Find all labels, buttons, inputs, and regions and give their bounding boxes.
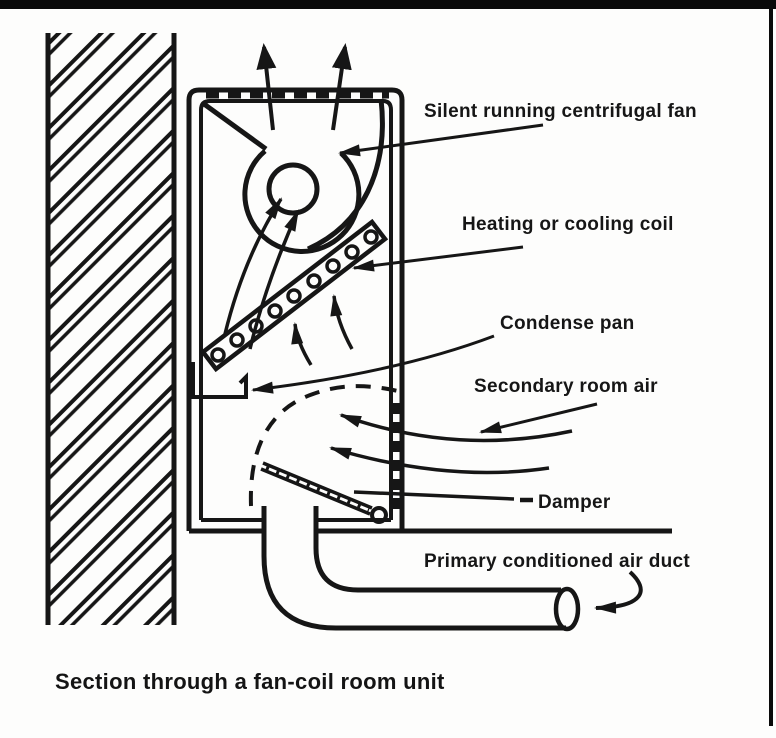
up-arrow-right: [331, 43, 352, 131]
labels: Silent running centrifugal fan Heating o…: [424, 101, 697, 572]
heating-cooling-coil: [199, 218, 389, 373]
label-coil: Heating or cooling coil: [462, 214, 674, 235]
coil-tube: [248, 318, 264, 334]
secondary-air-arrows: [329, 413, 573, 475]
wall-hatching: [47, 33, 175, 625]
duct-outer-wall: [261, 506, 566, 631]
primary-air-path-dashed: [248, 384, 399, 507]
leader-fan: [338, 123, 544, 157]
damper-blade-hatch: [265, 465, 370, 513]
coil-tube: [306, 273, 322, 289]
fan-cutoff-line: [202, 101, 268, 152]
damper: [260, 461, 388, 524]
airflow-through-coil-arrow-1: [291, 322, 313, 366]
coil-tube: [325, 258, 341, 274]
leader-damper: [353, 490, 515, 501]
top-border: [0, 0, 776, 9]
secondary-air-arrow-lower: [329, 446, 550, 475]
damper-blade-edge: [262, 461, 373, 510]
coil-casing: [199, 218, 389, 373]
coil-tube: [210, 347, 226, 363]
label-secondary-room-air: Secondary room air: [474, 376, 658, 397]
label-fan: Silent running centrifugal fan: [424, 101, 697, 122]
primary-air-duct: [261, 506, 581, 632]
label-primary-duct: Primary conditioned air duct: [424, 551, 690, 572]
leader-secondary-air: [479, 402, 598, 434]
damper-blade-edge: [260, 467, 371, 516]
centrifugal-fan: [202, 98, 385, 350]
airflow-through-coil-arrow-2: [330, 294, 354, 350]
coil-tube: [344, 244, 360, 260]
coil-tube: [363, 229, 379, 245]
leader-primary-duct: [594, 570, 643, 614]
label-condense-pan: Condense pan: [500, 313, 635, 334]
fan-inlet-stream-1: [223, 197, 283, 335]
fan-volute-outer-wall: [306, 98, 385, 252]
up-arrow-left: [256, 43, 277, 131]
cabinet-inner-casing: [199, 99, 393, 520]
leader-coil: [352, 245, 524, 272]
unit-cabinet: [186, 87, 672, 534]
damper-pivot: [370, 506, 388, 524]
leader-lines: [251, 123, 643, 614]
secondary-air-arrow-upper: [339, 413, 573, 443]
figure-caption: Section through a fan-coil room unit: [55, 669, 445, 694]
discharge-air-arrows: [256, 43, 352, 131]
coil-tube: [267, 303, 283, 319]
cabinet-outer-casing: [186, 87, 405, 531]
label-damper: Damper: [538, 492, 611, 513]
building-wall: [45, 33, 177, 625]
fan-scroll-casing: [242, 149, 362, 254]
duct-open-end: [553, 586, 581, 632]
condense-pan: [191, 362, 248, 399]
leader-condense-pan: [251, 334, 495, 394]
coil-tube: [229, 332, 245, 348]
duct-inner-wall: [313, 506, 561, 593]
coil-tube: [286, 288, 302, 304]
